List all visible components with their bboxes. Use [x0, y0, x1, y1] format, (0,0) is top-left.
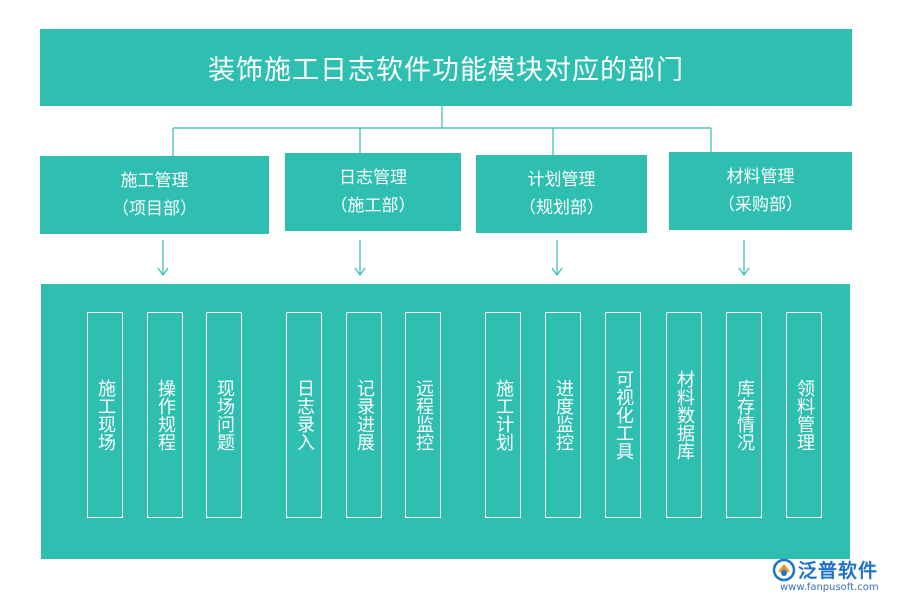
module-box: 施工现场: [87, 312, 123, 518]
module-box: 领料管理: [786, 312, 822, 518]
arrow-down-icon: [551, 240, 563, 277]
department-sub: 采购部: [718, 191, 803, 219]
department-name: 日志管理: [339, 168, 407, 188]
module-box: 进度监控: [545, 312, 581, 518]
diagram-title: 装饰施工日志软件功能模块对应的部门: [40, 29, 852, 106]
arrow-down-icon: [354, 240, 366, 277]
module-box: 施工计划: [485, 312, 521, 518]
arrow-down-icon: [157, 240, 169, 277]
department-box-log: 日志管理 施工部: [285, 153, 461, 231]
module-box: 可视化工具: [605, 312, 641, 518]
arrow-down-icon: [738, 240, 750, 277]
department-name: 计划管理: [527, 170, 596, 190]
department-name: 施工管理: [120, 171, 189, 191]
brand-logo: 泛普软件 www.fanpusoft.com: [772, 556, 892, 596]
module-box: 材料数据库: [666, 312, 702, 518]
module-box: 远程监控: [405, 312, 441, 518]
department-name: 材料管理: [726, 167, 795, 187]
module-box: 日志录入: [286, 312, 322, 518]
department-box-construction: 施工管理 项目部: [40, 156, 269, 234]
department-sub: 项目部: [112, 195, 197, 223]
department-box-plan: 计划管理 规划部: [476, 155, 647, 233]
brand-name: 泛普软件: [798, 560, 879, 582]
department-box-material: 材料管理 采购部: [669, 152, 852, 230]
module-box: 库存情况: [726, 312, 762, 518]
department-sub: 施工部: [331, 192, 416, 220]
brand-url: www.fanpusoft.com: [780, 582, 879, 593]
department-sub: 规划部: [519, 194, 604, 222]
module-box: 现场问题: [206, 312, 242, 518]
module-box: 操作规程: [147, 312, 183, 518]
fanpu-logo-icon: [772, 558, 796, 582]
module-box: 记录进展: [346, 312, 382, 518]
module-panel: [41, 284, 850, 559]
